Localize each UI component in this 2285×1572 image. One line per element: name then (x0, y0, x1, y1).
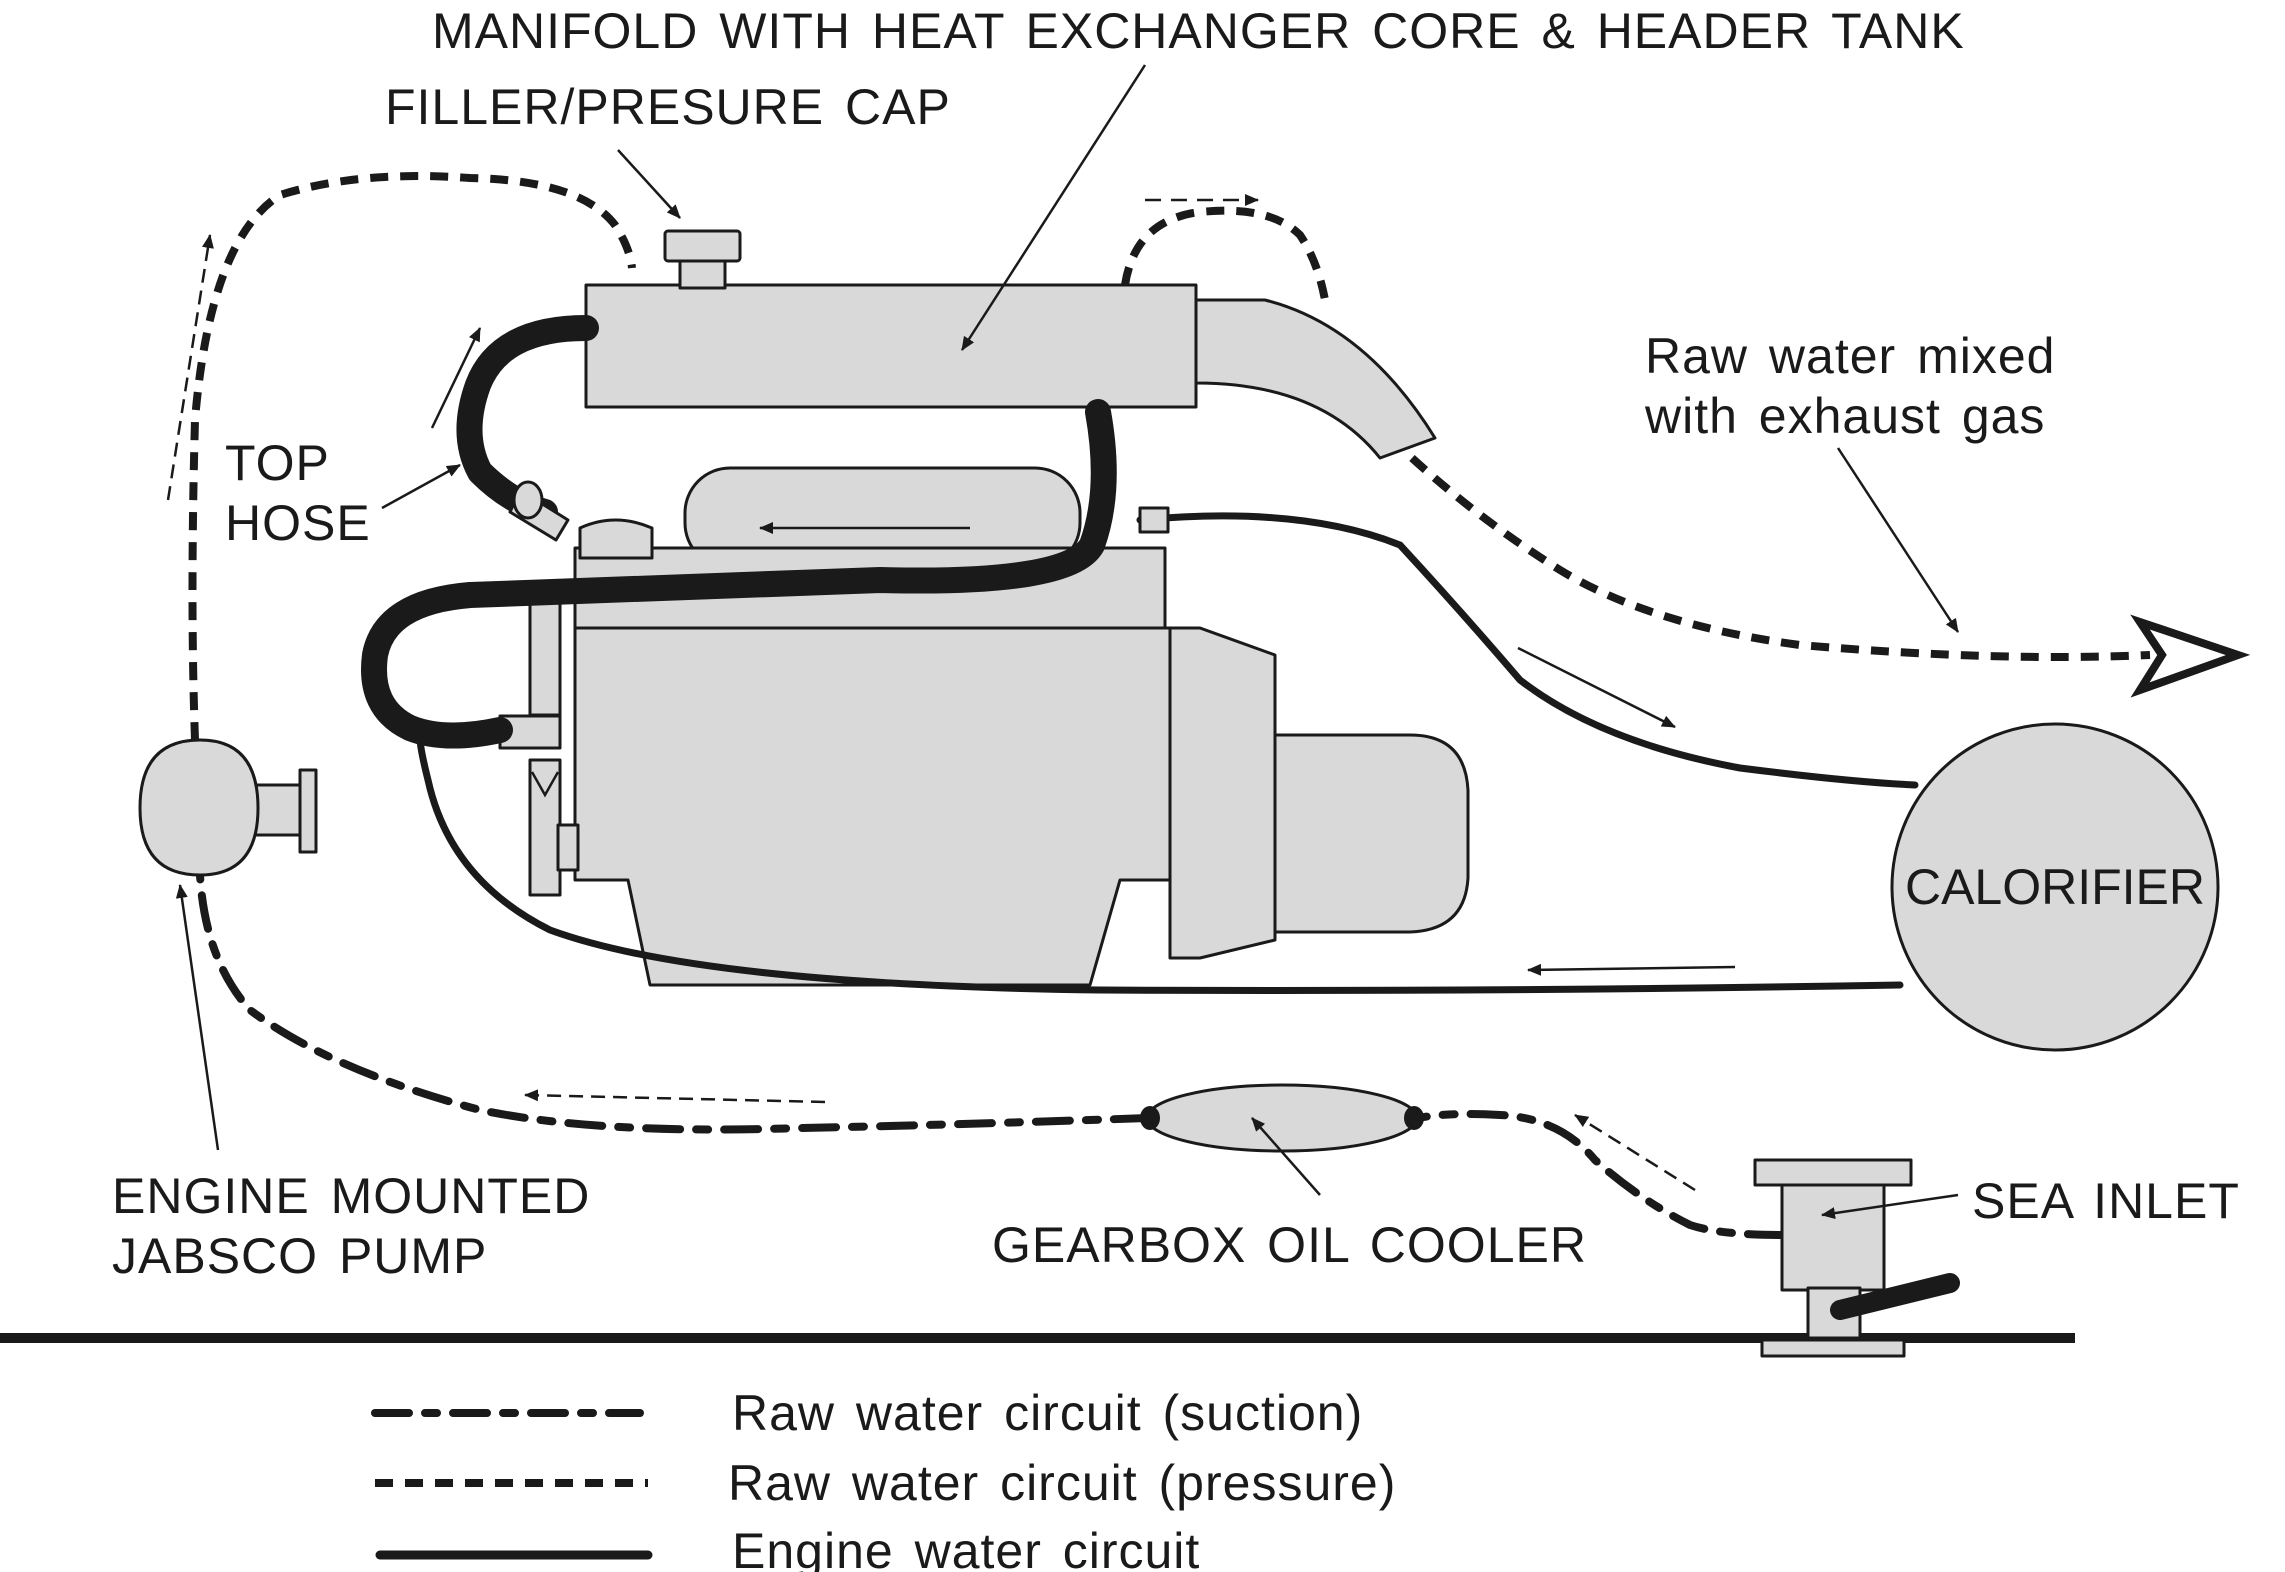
leader-filler-cap (617, 149, 681, 219)
sea-inlet-top-flange (1753, 1158, 1913, 1187)
manifold-header-tank (584, 283, 1198, 409)
seacock-handle (1830, 1273, 1960, 1320)
legend-label-pressure: Raw water circuit (pressure) (728, 1455, 1396, 1511)
filler-cap-top (663, 229, 742, 263)
pump-flange (298, 768, 318, 854)
gearbox-oil-cooler (1145, 1083, 1419, 1153)
label-top-hose-2: HOSE (225, 495, 371, 551)
long-return-hose (361, 399, 1117, 749)
leader-top-hose (381, 463, 461, 510)
label-engine-pump-1: ENGINE MOUNTED (112, 1168, 590, 1224)
thermo-stub-end (512, 480, 544, 520)
sea-inlet-body (1780, 1173, 1886, 1292)
calorifier-return-line (416, 734, 1904, 994)
pump-body (138, 738, 260, 877)
calorifier-feed-line (1136, 512, 1919, 789)
flow-arrow-top-hose (430, 327, 482, 429)
leader-raw-water-mixed (1836, 447, 1960, 633)
raw-pressure-pump-to-tank (188, 172, 636, 741)
flow-arrow-calorifier-feed (1517, 646, 1676, 729)
jabsco-pump (138, 738, 318, 877)
engine-water-hoses (361, 315, 1117, 749)
label-engine-pump-2: JABSCO PUMP (112, 1228, 487, 1284)
exhaust-elbow (1194, 298, 1437, 460)
engine-block (573, 626, 1172, 987)
oil-cooler-left-fitting (1140, 1106, 1160, 1130)
calorifier-circuit: CALORIFIER (416, 506, 2220, 1052)
raw-pressure-exhaust-outlet (1409, 455, 2151, 662)
leader-engine-pump (175, 884, 220, 1151)
top-hose (456, 315, 599, 525)
labels: MANIFOLD WITH HEAT EXCHANGER CORE & HEAD… (112, 3, 2240, 1284)
calorifier-feed-fitting (1138, 506, 1170, 534)
flow-arrows (166, 194, 1736, 1192)
leader-gearbox-oil-cooler (1251, 1117, 1321, 1196)
gearbox (1273, 733, 1470, 934)
raw-suction-cooler-to-pump (196, 871, 1152, 1134)
pulley-belt-mark (530, 771, 560, 798)
flow-arrow-suction-bottom (524, 1089, 826, 1104)
oil-cooler-right-fitting (1404, 1106, 1424, 1130)
leader-sea-inlet (1821, 1193, 1959, 1220)
raw-pressure-manifold-exhaust (1121, 206, 1329, 301)
lower-pulley (528, 758, 562, 897)
legend: Raw water circuit (suction) Raw water ci… (371, 1385, 1396, 1572)
leader-manifold (960, 64, 1147, 351)
flow-arrow-calorifier-return (1527, 963, 1736, 976)
label-raw-water-mixed-2: with exhaust gas (1644, 388, 2045, 444)
label-sea-inlet: SEA INLET (1972, 1173, 2240, 1229)
flow-arrow-pump-up (166, 234, 214, 501)
label-manifold: MANIFOLD WITH HEAT EXCHANGER CORE & HEAD… (432, 3, 1965, 59)
engine-assembly (498, 229, 1470, 987)
thermostat-housing (578, 518, 654, 560)
legend-label-engine-water: Engine water circuit (732, 1523, 1200, 1572)
lower-stub (556, 823, 580, 872)
calorifier-tank (1890, 722, 2220, 1052)
upper-pulley (528, 598, 562, 717)
label-filler-cap: FILLER/PRESURE CAP (385, 79, 951, 135)
raw-water-circuits (188, 172, 2251, 1239)
exhaust-outlet-arrowhead (2130, 614, 2251, 698)
sea-inlet (1753, 1158, 1960, 1358)
label-top-hose-1: TOP (225, 435, 330, 491)
label-gearbox-oil-cooler: GEARBOX OIL COOLER (992, 1217, 1587, 1273)
raw-suction-inlet-to-cooler (1414, 1110, 1786, 1239)
label-raw-water-mixed-1: Raw water mixed (1645, 328, 2055, 384)
bell-housing (1168, 626, 1277, 960)
calorifier-label: CALORIFIER (1905, 859, 2205, 915)
legend-label-suction: Raw water circuit (suction) (732, 1385, 1363, 1441)
flow-arrow-sea-inlet (1574, 1113, 1696, 1192)
sea-inlet-skin-fitting (1760, 1338, 1906, 1358)
leader-lines (175, 64, 1960, 1220)
